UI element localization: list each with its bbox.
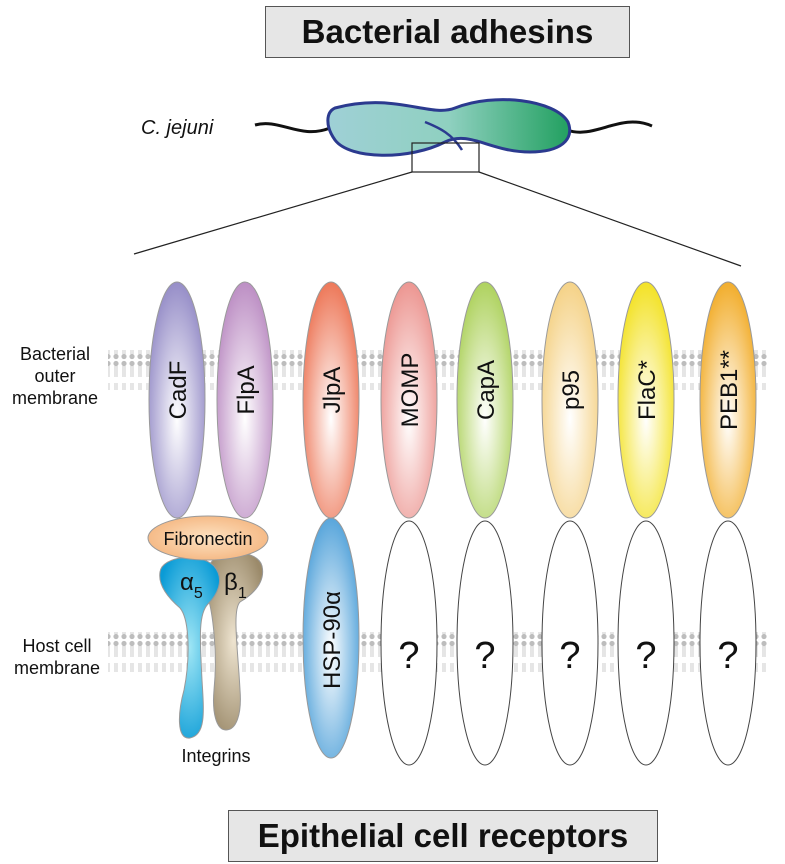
adhesin-cadf: [148, 281, 206, 519]
unknown-receptor-mark: ?: [635, 635, 656, 677]
bacterium-twist: [424, 120, 464, 151]
adhesin-peb1: [699, 281, 757, 519]
unknown-receptor: [699, 520, 757, 766]
fibronectin: [147, 515, 269, 561]
flagellum-right: [566, 120, 653, 134]
fibronectin-label: Fibronectin: [163, 529, 252, 549]
bacterial-membrane-label: Bacterial outer membrane: [12, 344, 98, 408]
host-membrane-label-line: membrane: [14, 658, 100, 678]
adhesin-label: FlaC*: [634, 360, 661, 420]
adhesin-flpa: [216, 281, 274, 519]
hsp90-receptor: [302, 517, 360, 759]
title-epithelial-cell-receptors: Epithelial cell receptors: [228, 810, 658, 862]
adhesin-capa: [456, 281, 514, 519]
adhesin-label: JlpA: [319, 367, 346, 414]
host-membrane-label: Host cell membrane: [14, 636, 100, 678]
adhesin-p95: [541, 281, 599, 519]
unknown-receptor-mark: ?: [474, 635, 495, 677]
bacterium-body: [326, 98, 572, 157]
bacterial-membrane-label-line: outer: [34, 366, 75, 386]
zoom-box: [411, 142, 480, 173]
unknown-receptor: [456, 520, 514, 766]
unknown-receptor-mark: ?: [717, 635, 738, 677]
beta1-label: β1: [224, 569, 247, 602]
unknown-receptor-mark: ?: [398, 635, 419, 677]
flagellum-left: [254, 122, 331, 134]
unknown-receptor: [541, 520, 599, 766]
alpha5-label: α5: [180, 569, 203, 602]
bacterial-membrane-label-line: Bacterial: [20, 344, 90, 364]
adhesin-label: PEB1**: [716, 350, 743, 430]
unknown-receptor: [617, 520, 675, 766]
adhesin-label: MOMP: [397, 353, 424, 428]
hsp90-label: HSP-90α: [319, 591, 346, 689]
unknown-receptor: [380, 520, 438, 766]
unknown-receptor-mark: ?: [559, 635, 580, 677]
adhesin-momp: [380, 281, 438, 519]
zoom-line-right: [478, 171, 742, 267]
bacterial-membrane-label-line: membrane: [12, 388, 98, 408]
adhesin-label: FlpA: [233, 365, 260, 414]
host-membrane-label-line: Host cell: [22, 636, 91, 656]
adhesin-label: CadF: [165, 361, 192, 420]
title-bacterial-adhesins: Bacterial adhesins: [265, 6, 630, 58]
zoom-line-left: [133, 171, 413, 255]
adhesin-flac: [617, 281, 675, 519]
integrin-beta1: [204, 551, 264, 731]
organism-label: C. jejuni: [141, 117, 214, 139]
integrin-alpha5: [159, 556, 220, 739]
unknown-receptor-group: ?????: [380, 520, 757, 766]
adhesin-label: p95: [558, 370, 585, 410]
adhesin-group: CadF FlpA JlpA MOMP CapA p95 FlaC* PEB1**: [148, 281, 757, 519]
adhesin-label: CapA: [473, 360, 500, 420]
integrins-label: Integrins: [181, 746, 250, 766]
